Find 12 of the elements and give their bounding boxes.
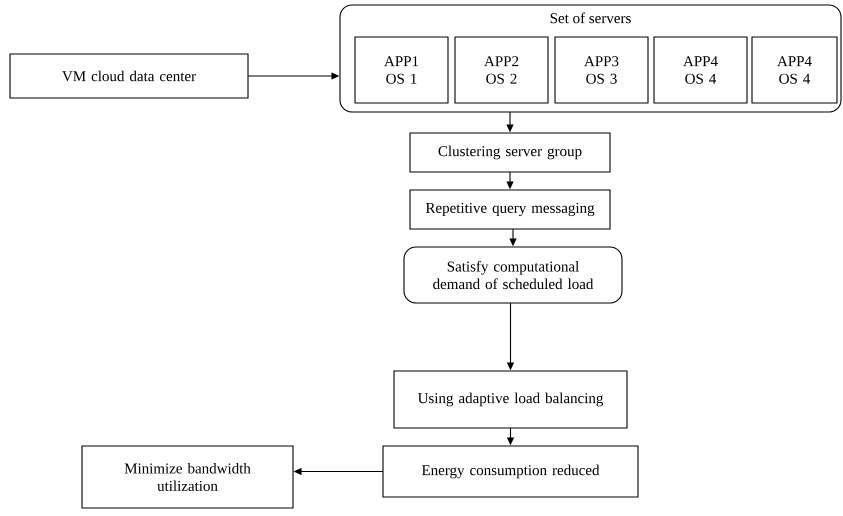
server-box: APP4 OS 4 bbox=[653, 36, 748, 104]
server-box: APP3 OS 3 bbox=[554, 36, 649, 104]
process-box: Minimize bandwidth utilization bbox=[81, 445, 294, 509]
rounded-box: Satisfy computational demand of scheduled load bbox=[403, 246, 623, 304]
server-box: APP1 OS 1 bbox=[354, 36, 449, 104]
process-box: Clustering server group bbox=[409, 132, 611, 173]
process-box: VM cloud data center bbox=[9, 53, 249, 99]
server-box: APP2 OS 2 bbox=[454, 36, 549, 104]
process-box: Energy consumption reduced bbox=[382, 445, 639, 498]
server-box: APP4 OS 4 bbox=[751, 36, 838, 104]
process-box: Repetitive query messaging bbox=[409, 189, 611, 230]
process-box: Using adaptive load balancing bbox=[393, 370, 628, 429]
